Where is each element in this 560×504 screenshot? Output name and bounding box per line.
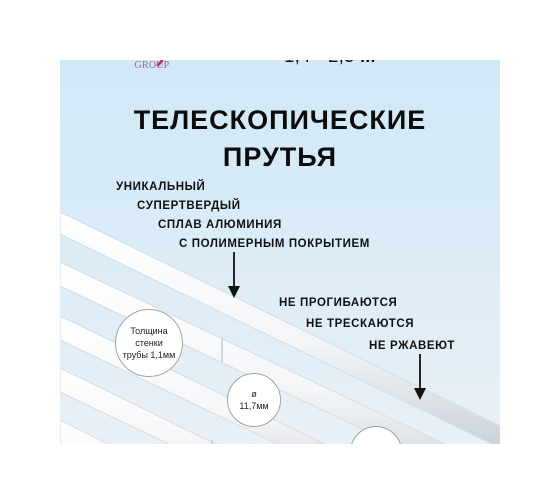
- size-range-unit: М: [360, 46, 376, 66]
- arrow-down-icon: [228, 252, 240, 298]
- wall-callout-line-3: трубы 1,1мм: [122, 350, 176, 360]
- property-2: НЕ ТРЕСКАЮТСЯ: [306, 318, 415, 330]
- wall-callout-line-1: Толщина: [130, 326, 168, 336]
- diameter-small-value: 11,7мм: [239, 401, 269, 411]
- size-range-value: 1,4 - 2,5: [284, 46, 355, 66]
- brand-logo: COMFORT ALUMIN GROUP: [115, 22, 189, 72]
- diameter-small-callout: ø 11,7мм: [227, 373, 281, 427]
- material-line-2: СУПЕРТВЕРДЫЙ: [137, 200, 241, 212]
- title-line-1: ТЕЛЕСКОПИЧЕСКИЕ: [133, 105, 427, 135]
- wall-thickness-callout: Толщина стенки трубы 1,1мм: [115, 309, 183, 377]
- diameter-large-callout: ø 14мм: [350, 426, 402, 478]
- material-line-4: С ПОЛИМЕРНЫМ ПОКРЫТИЕМ: [179, 238, 370, 250]
- adjustable-size-heading: РЕГУЛИРУЕМЫЙ РАЗМЕР: [222, 22, 438, 39]
- diameter-large-value: 14мм: [364, 453, 388, 463]
- logo-mark-icon: [143, 26, 167, 67]
- logo-line-3: GROUP: [134, 60, 170, 71]
- property-1: НЕ ПРОГИБАЮТСЯ: [279, 297, 398, 309]
- diameter-small-symbol: ø: [251, 389, 257, 399]
- diameter-large-symbol: ø: [373, 441, 379, 451]
- title-line-2: ПРУТЬЯ: [222, 142, 338, 172]
- logo-line-1: COMFORT: [127, 36, 177, 47]
- rod-1: [59, 211, 501, 449]
- rod-4: [59, 367, 331, 501]
- logo-line-2: ALUMIN: [131, 48, 173, 59]
- wall-callout-line-2: стенки: [135, 338, 163, 348]
- material-line-3: СПЛАВ АЛЮМИНИЯ: [158, 219, 282, 231]
- arrow-down-icon: [414, 354, 426, 400]
- rod-5: [59, 419, 221, 501]
- page-title: ТЕЛЕСКОПИЧЕСКИЕ ПРУТЬЯ: [60, 102, 500, 176]
- property-3: НЕ РЖАВЕЮТ: [369, 340, 455, 352]
- size-range: 1,4 - 2,5 М: [205, 46, 455, 67]
- material-line-1: УНИКАЛЬНЫЙ: [116, 181, 206, 193]
